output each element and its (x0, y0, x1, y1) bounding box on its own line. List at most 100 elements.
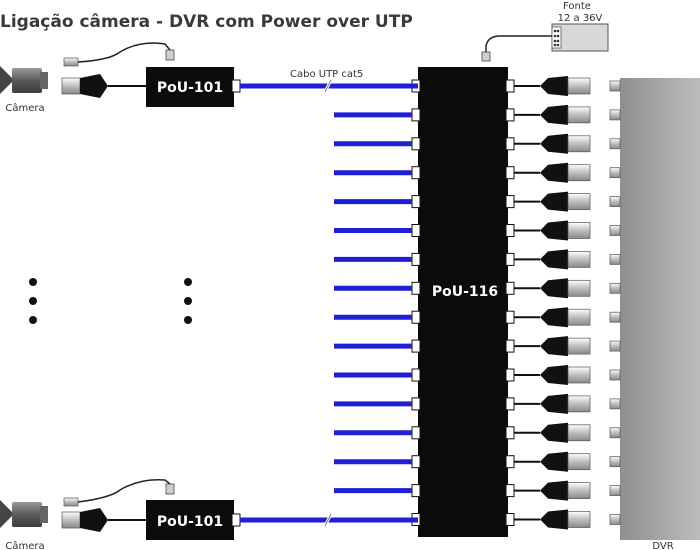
pou-116-device: PoU-116 (411, 67, 515, 537)
bnc-cable (514, 191, 621, 212)
bnc-boot (540, 393, 568, 414)
input-port (411, 224, 421, 237)
bnc-boot (540, 249, 568, 270)
dvr-input-port (609, 196, 621, 207)
output-port (505, 368, 515, 382)
camera-power-cable-top (77, 42, 171, 63)
output-port (505, 252, 515, 266)
output-port (505, 224, 515, 237)
bnc-cable (514, 133, 621, 154)
bnc-connector-icon (567, 77, 591, 95)
bnc-connector-icon (567, 106, 591, 124)
bnc-boot (540, 365, 568, 385)
pou-101-top-port (231, 79, 241, 93)
output-port (505, 339, 515, 353)
pou-101-bottom-label: PoU-101 (157, 514, 223, 530)
dvr-label: DVR (652, 541, 673, 550)
bnc-connector-icon (567, 366, 591, 384)
camera-chain-bottom: Câmera PoU-101 (0, 478, 418, 550)
pou-116-label: PoU-116 (432, 284, 498, 300)
output-port (505, 166, 515, 180)
bnc-cable (514, 336, 621, 357)
dvr-input-port (609, 167, 621, 179)
utp-cables (334, 112, 412, 494)
output-port (505, 137, 515, 151)
dvr-input-port (609, 485, 621, 496)
dvr-input-port (609, 80, 621, 92)
input-port (411, 166, 421, 180)
output-port (505, 281, 515, 295)
output-port (505, 484, 515, 498)
cable-label: Cabo UTP cat5 (290, 69, 363, 80)
bnc-connector-icon (567, 222, 591, 239)
bnc-boot (540, 480, 568, 501)
dvr-input-port (609, 109, 621, 121)
bnc-cable (514, 76, 621, 96)
cable-break-icon (323, 513, 333, 527)
input-port (411, 195, 421, 209)
bnc-boot (540, 162, 568, 183)
bnc-connector-icon (567, 279, 591, 297)
power-plug-top (165, 49, 175, 61)
dvr-input-port (609, 456, 621, 468)
bnc-cable (514, 422, 621, 443)
camera-power-cable-bottom (77, 478, 171, 503)
bnc-boot (540, 220, 568, 241)
dvr: DVR (620, 78, 700, 550)
bnc-cable (514, 104, 621, 125)
input-port (411, 108, 421, 122)
dvr-input-port (609, 254, 621, 265)
bnc-connector-icon (567, 135, 591, 153)
bnc-connector-icon (567, 337, 591, 355)
bnc-boot (540, 76, 568, 96)
bnc-cable (514, 451, 621, 472)
bnc-cable (514, 393, 621, 414)
bnc-cable (514, 249, 621, 270)
bnc-connector-icon (567, 453, 591, 471)
bnc-cable (514, 220, 621, 241)
bnc-boot (540, 307, 568, 328)
power-plug-bottom (165, 483, 175, 495)
camera-chain-top: Câmera PoU-101 Cabo UTP cat5 (0, 42, 418, 114)
output-port (505, 195, 515, 209)
power-supply-icon (551, 23, 609, 52)
camera-label-bottom: Câmera (5, 540, 44, 550)
bnc-boot (540, 278, 568, 299)
dvr-input-port (609, 225, 621, 236)
bnc-cable (514, 480, 621, 501)
ellipsis-dots-icon (184, 278, 192, 324)
input-port (411, 339, 421, 353)
bnc-connector-icon (567, 395, 591, 413)
bnc-cable (514, 307, 621, 328)
input-port (411, 484, 421, 498)
pou-116-body (418, 67, 508, 537)
dvr-input-port (609, 369, 621, 381)
bnc-connector-icon (567, 308, 591, 326)
bnc-boot (540, 191, 568, 212)
dvr-input-port (609, 398, 621, 410)
output-port (505, 397, 515, 411)
output-port (505, 455, 515, 469)
pou-116-output-ports (505, 79, 515, 526)
bnc-connector-icon (567, 251, 591, 268)
camera-icon (0, 500, 48, 528)
input-port (411, 252, 421, 266)
output-port (505, 310, 515, 324)
power-supply: Fonte 12 a 36V (481, 1, 609, 62)
bnc-connector-icon (567, 193, 591, 210)
bnc-cable (514, 509, 621, 530)
input-port (411, 310, 421, 324)
output-port (505, 426, 515, 440)
dvr-input-port (609, 340, 621, 352)
pou-101-bottom (146, 500, 234, 540)
bnc-connector-icon (567, 511, 591, 528)
ellipsis-dots-icon (29, 278, 37, 324)
input-port (411, 397, 421, 411)
input-port (411, 281, 421, 295)
dvr-input-port (609, 282, 621, 294)
output-port (505, 79, 515, 93)
bnc-cable (514, 278, 621, 299)
bnc-boot (540, 451, 568, 472)
camera-icon (0, 66, 48, 94)
